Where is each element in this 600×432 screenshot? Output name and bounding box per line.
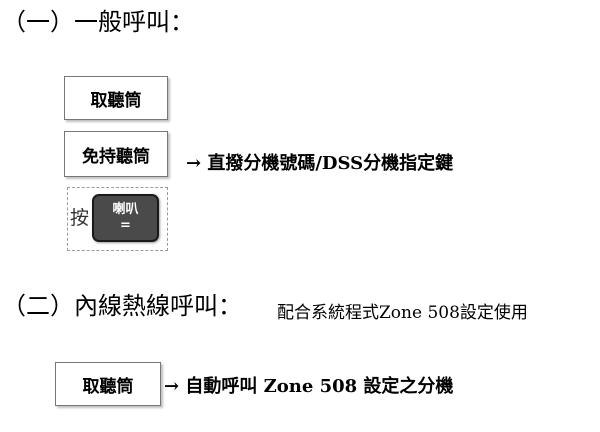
handsfree-label: 免持聽筒 [82, 146, 150, 167]
section2-result: → 自動呼叫 Zone 508 設定之分機 [164, 376, 454, 397]
section2-note: 配合系統程式Zone 508設定使用 [277, 303, 528, 323]
handsfree-box: 免持聽筒 [64, 131, 168, 177]
offhook-box: 取聽筒 [64, 76, 168, 120]
section2-offhook-box: 取聽筒 [55, 362, 161, 406]
speaker-key-label: 喇叭 [112, 202, 139, 217]
section1-heading: （一）一般呼叫： [2, 8, 194, 36]
press-label: 按 [70, 207, 90, 229]
offhook-label: 取聽筒 [90, 90, 142, 111]
speaker-key-symbol: = [120, 218, 131, 233]
section2-offhook-label: 取聽筒 [82, 376, 134, 397]
section2-heading: （二）內線熱線呼叫： [2, 292, 242, 320]
speaker-key: 喇叭 = [92, 194, 159, 242]
speaker-dashed-frame [67, 187, 168, 251]
handsfree-result: → 直撥分機號碼/DSS分機指定鍵 [186, 153, 454, 174]
